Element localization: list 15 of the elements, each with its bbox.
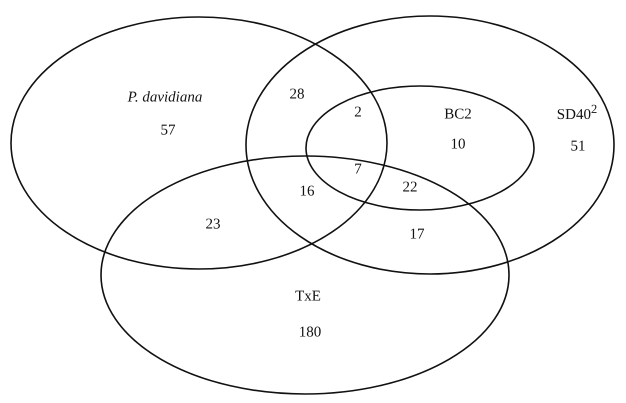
region-count: 23 <box>206 218 220 232</box>
region-count: 17 <box>410 228 424 242</box>
count-label: 180 <box>298 326 322 340</box>
count-label: 10 <box>450 138 466 152</box>
set-name: TxE <box>295 290 321 304</box>
count-label: 57 <box>160 124 176 138</box>
region-count: 16 <box>300 184 314 200</box>
set-name: BC2 <box>444 108 472 122</box>
region-count: 28 <box>290 88 304 102</box>
region-count: 7 <box>354 162 362 178</box>
count-label: 51 <box>570 140 586 154</box>
region-count: 22 <box>402 180 418 196</box>
region-count: 2 <box>354 106 362 120</box>
set-name: P. davidiana <box>128 90 202 106</box>
set-name: SD40$^{2}$ <box>556 103 598 123</box>
